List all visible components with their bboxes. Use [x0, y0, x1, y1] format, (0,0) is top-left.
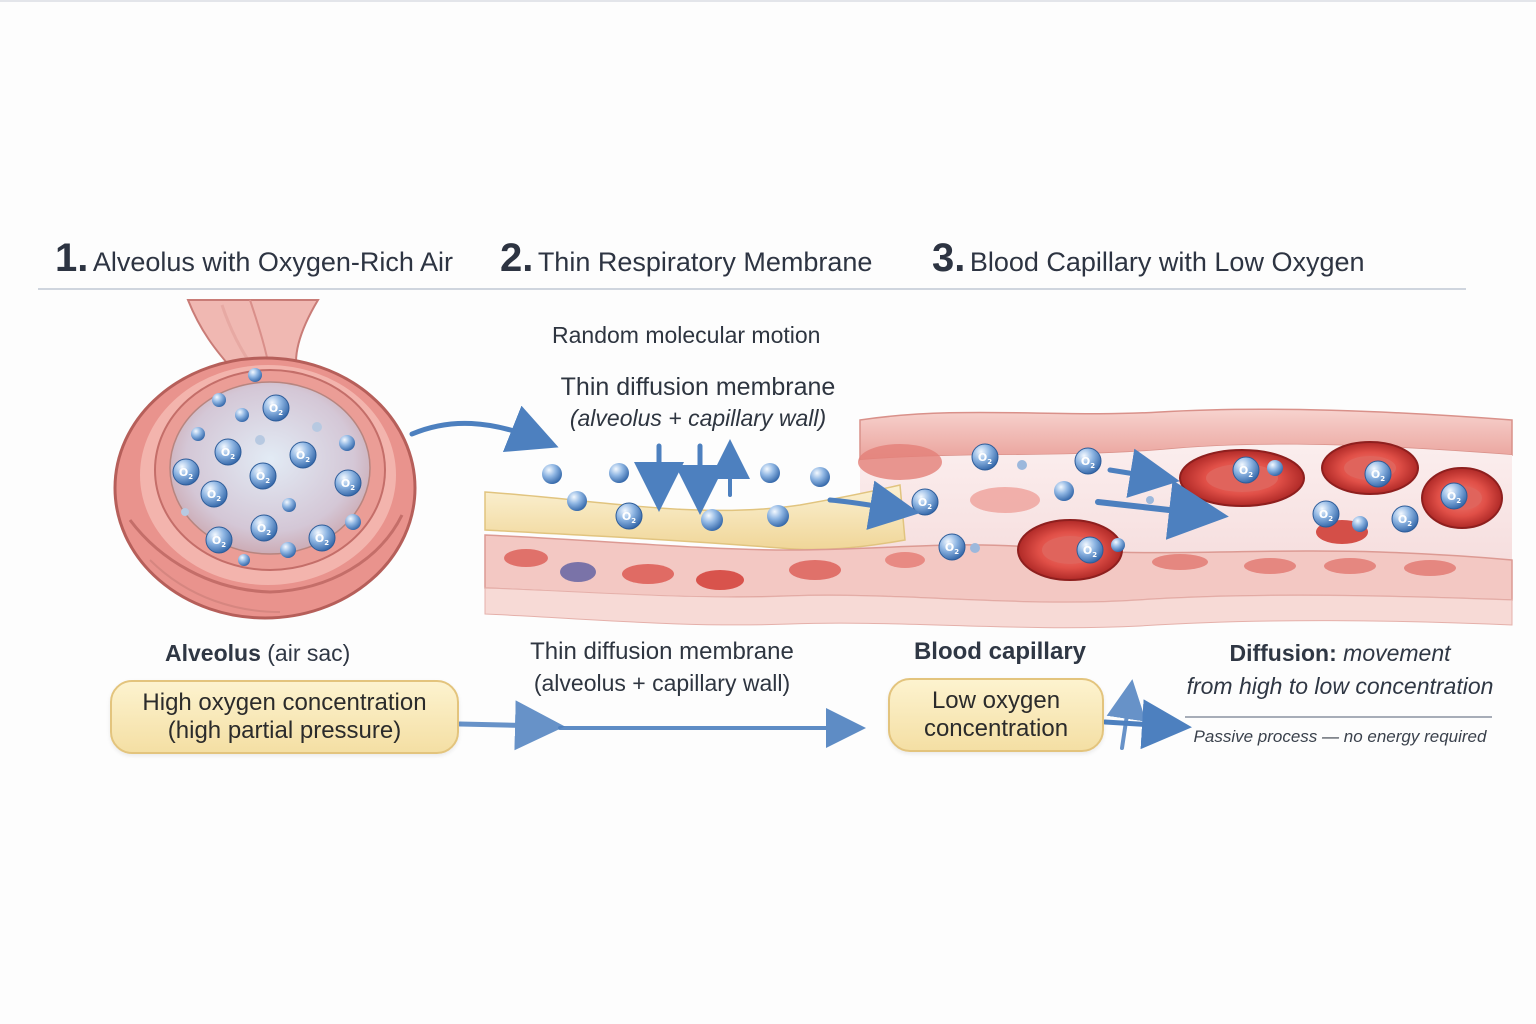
random-motion-label: Random molecular motion: [552, 322, 821, 348]
alveolus-oxygen-molecules: [172, 368, 362, 566]
o2-label: O2: [221, 446, 235, 461]
membrane-subtitle-top: (alveolus + capillary wall): [569, 405, 827, 431]
o2-label: O2: [1371, 468, 1385, 483]
arrow-membrane-to-capillary: [827, 480, 920, 530]
o2-label: O2: [341, 477, 355, 492]
o2-label: O2: [1239, 464, 1253, 479]
o2-label: O2: [179, 466, 193, 481]
heading-membrane: 2. Thin Respiratory Membrane: [500, 236, 872, 281]
arrow-to-rbc-1: [1107, 448, 1180, 498]
capillary-label: Blood capillary: [913, 638, 1087, 665]
heading-divider: [38, 288, 1466, 290]
diffusion-heading: Diffusion: movement: [1180, 640, 1500, 667]
o2-label: O2: [315, 532, 329, 547]
high-oxygen-line2: (high partial pressure): [167, 717, 402, 744]
high-oxygen-line1: High oxygen concentration: [142, 689, 427, 716]
heading-number: 1.: [55, 236, 89, 280]
membrane-oxygen-molecules: [542, 443, 1468, 564]
diffusion-term: Diffusion:: [1229, 640, 1337, 666]
o2-label: O2: [256, 470, 270, 485]
alveolus-label: Alveolus (air sac): [165, 640, 350, 667]
heading-text: Thin Respiratory Membrane: [537, 247, 873, 277]
o2-label: O2: [1447, 490, 1461, 505]
bottom-flow-arrows: [457, 679, 1192, 751]
heading-text: Blood Capillary with Low Oxygen: [969, 247, 1365, 277]
alveolus-label-rest: (air sac): [260, 640, 351, 666]
o2-label: O2: [269, 402, 283, 417]
o2-label: O2: [918, 496, 932, 511]
membrane-title-bottom: Thin diffusion membrane: [530, 638, 794, 665]
low-oxygen-line2: concentration: [923, 715, 1069, 742]
alveolus-label-bold: Alveolus: [165, 640, 261, 666]
o2-label: O2: [296, 449, 310, 464]
membrane-title-top: Thin diffusion membrane: [560, 373, 836, 401]
o2-label: O2: [207, 488, 221, 503]
heading-number: 2.: [500, 236, 534, 280]
low-oxygen-pill: Low oxygen concentration: [888, 678, 1104, 752]
diffusion-movement: movement: [1336, 640, 1451, 666]
heading-capillary: 3. Blood Capillary with Low Oxygen: [932, 236, 1365, 281]
o2-label: O2: [978, 451, 992, 466]
arrow-low-to-diffusion: [1102, 699, 1192, 750]
low-oxygen-line1: Low oxygen: [931, 687, 1061, 714]
heading-text: Alveolus with Oxygen-Rich Air: [92, 247, 453, 277]
diffusion-arrows: [409, 405, 1229, 540]
arrow-alveolus-to-membrane: [409, 405, 559, 453]
o2-label: O2: [1398, 513, 1412, 528]
o2-label: O2: [257, 522, 271, 537]
arrow-up-small: [1106, 679, 1147, 750]
diffusion-definition: from high to low concentration: [1186, 673, 1494, 699]
o2-label: O2: [1081, 455, 1095, 470]
high-oxygen-pill: High oxygen concentration (high partial …: [110, 680, 459, 754]
heading-alveolus: 1. Alveolus with Oxygen-Rich Air: [55, 236, 453, 281]
membrane-subtitle-bottom: (alveolus + capillary wall): [533, 670, 791, 696]
o2-label: O2: [1083, 544, 1097, 559]
o2-label: O2: [1319, 508, 1333, 523]
passive-process-note: Passive process — no energy required: [1193, 727, 1487, 746]
arrow-high-to-membrane: [457, 700, 565, 751]
heading-number: 3.: [932, 236, 966, 280]
o2-label: O2: [212, 534, 226, 549]
oxygen-labels: O2 O2 O2 O2 O2 O2 O2 O2 O2 O2 O2 O2 O2 O…: [179, 402, 1461, 559]
o2-label: O2: [622, 510, 636, 525]
top-divider: [0, 0, 1536, 2]
o2-label: O2: [945, 541, 959, 556]
arrow-to-rbc-2: [1095, 480, 1229, 540]
